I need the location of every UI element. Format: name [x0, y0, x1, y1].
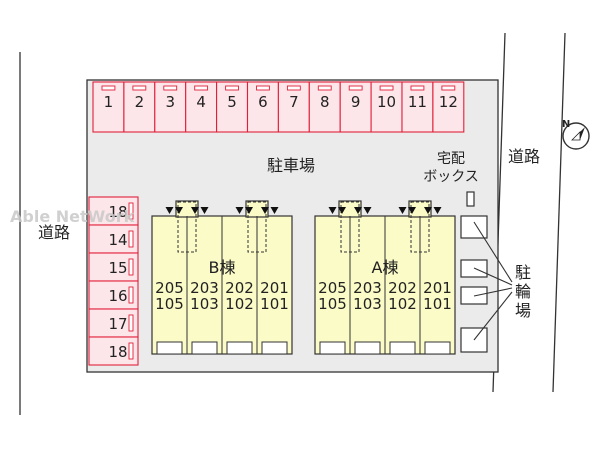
parking-space-number: 12: [439, 93, 458, 111]
building-name: B棟: [209, 258, 236, 277]
road-left-label: 道路: [38, 223, 70, 242]
parking-space: 12: [432, 81, 465, 133]
parking-space-number: 9: [351, 93, 361, 111]
parking-space-number: 17: [108, 315, 127, 333]
unit-number-lower: 101: [423, 295, 452, 313]
parking-space: 6: [246, 81, 279, 133]
parking-space-number: 7: [289, 93, 299, 111]
parking-space-number: 18: [108, 203, 127, 221]
parking-space-number: 3: [165, 93, 175, 111]
unit-number-lower: 103: [190, 295, 219, 313]
unit-number-lower: 101: [260, 295, 289, 313]
parking-space: 3: [154, 81, 187, 133]
parking-space-number: 16: [108, 287, 127, 305]
parking-space-number: 8: [320, 93, 330, 111]
bicycle-parking-label-2: 輪: [515, 282, 531, 301]
parking-space: 18: [88, 196, 139, 226]
parking-space: 17: [88, 308, 139, 338]
parking-space-number: 10: [377, 93, 396, 111]
unit-number-upper: 203: [190, 279, 219, 297]
parking-space: 7: [277, 81, 310, 133]
parking-label: 駐車場: [267, 156, 315, 175]
delivery-box-label-line1: 宅配: [437, 151, 465, 167]
road-right-edge-outer: [552, 32, 566, 393]
unit-number-upper: 201: [423, 279, 452, 297]
unit-number-lower: 103: [353, 295, 382, 313]
parking-space-number: 15: [108, 259, 127, 277]
unit-number-upper: 202: [388, 279, 417, 297]
parking-space-number: 18: [108, 343, 127, 361]
parking-space: 16: [88, 280, 139, 310]
delivery-box-label-line2: ボックス: [423, 169, 479, 185]
parking-space-number: 6: [258, 93, 268, 111]
delivery-box: [466, 191, 475, 207]
parking-space: 14: [88, 224, 139, 254]
parking-space: 10: [370, 81, 403, 133]
parking-space-number: 2: [135, 93, 145, 111]
parking-space-number: 11: [408, 93, 427, 111]
parking-space-number: 1: [104, 93, 114, 111]
building-name: A棟: [372, 258, 399, 277]
parking-space: 8: [308, 81, 341, 133]
unit-number-lower: 105: [155, 295, 184, 313]
parking-space: 9: [339, 81, 372, 133]
unit-number-upper: 205: [155, 279, 184, 297]
parking-space: 2: [123, 81, 156, 133]
unit-number-upper: 205: [318, 279, 347, 297]
bicycle-parking-label-3: 場: [515, 301, 531, 320]
parking-space: 15: [88, 252, 139, 282]
unit-number-lower: 105: [318, 295, 347, 313]
unit-number-upper: 202: [225, 279, 254, 297]
parking-left-column: 18 14 15 16 17 18: [88, 196, 139, 366]
parking-space-number: 5: [227, 93, 237, 111]
parking-space: 18: [88, 336, 139, 366]
north-arrow-icon: N: [562, 119, 590, 150]
unit-number-upper: 201: [260, 279, 289, 297]
bicycle-parking-label-1: 駐: [515, 263, 531, 282]
unit-number-lower: 102: [388, 295, 417, 313]
svg-text:N: N: [562, 119, 570, 130]
building: A棟 205 203 202 201 105 103 102 101: [314, 200, 456, 355]
watermark: Able NetWork: [10, 207, 135, 226]
parking-space: 4: [185, 81, 218, 133]
parking-space: 5: [216, 81, 249, 133]
parking-space: 11: [401, 81, 434, 133]
unit-number-lower: 102: [225, 295, 254, 313]
parking-space: 1: [92, 81, 125, 133]
parking-space-number: 4: [196, 93, 206, 111]
road-right-label: 道路: [508, 147, 540, 166]
buildings: B棟 205 203 202 201 105 103 102 101 A棟 205 203 202 201…: [151, 200, 456, 355]
bicycle-parking: [460, 215, 513, 353]
building: B棟 205 203 202 201 105 103 102 101: [151, 200, 293, 355]
parking-space-number: 14: [108, 231, 127, 249]
unit-number-upper: 203: [353, 279, 382, 297]
